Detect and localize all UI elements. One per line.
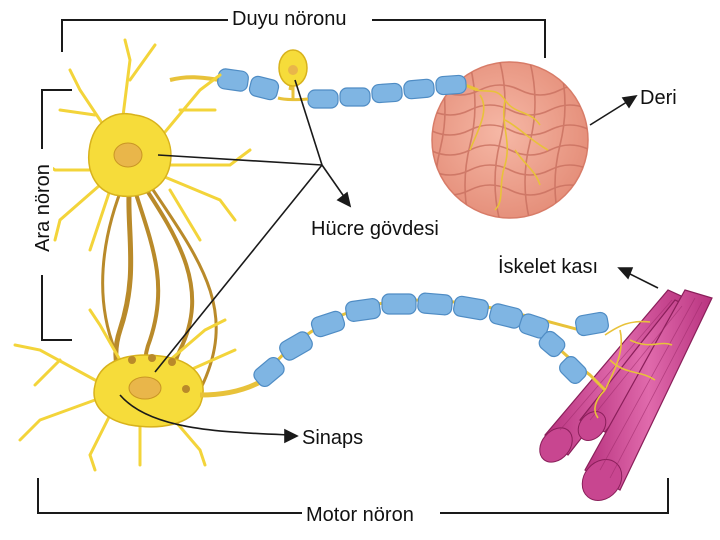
motor-neuron-label: Motor nöron (302, 505, 418, 525)
sensory-cell-body (279, 50, 307, 100)
synapse-label: Sinaps (298, 428, 367, 448)
motor-neuron (15, 310, 260, 470)
sensory-axon (170, 68, 478, 108)
skeletal-muscle-label: İskelet kası (494, 257, 602, 277)
interneuron-label: Ara nöron (33, 149, 53, 267)
cell-body-label: Hücre gövdesi (307, 219, 443, 239)
skeletal-muscle (533, 290, 712, 508)
skin-label: Deri (636, 88, 681, 108)
sensory-neuron-label: Duyu nöronu (228, 9, 351, 29)
motor-axon (251, 293, 609, 390)
